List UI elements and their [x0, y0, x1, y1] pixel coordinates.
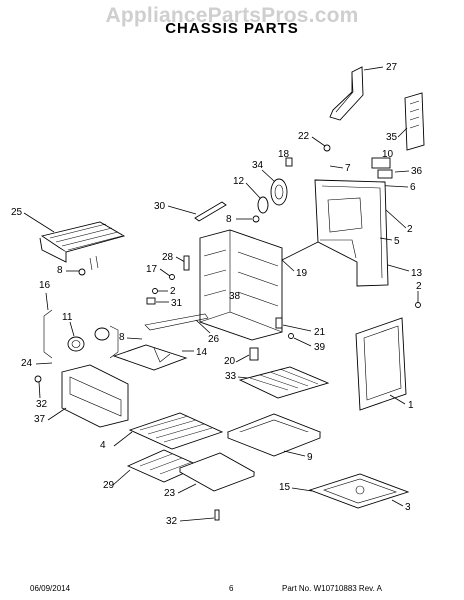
part-29-broil-pan [226, 413, 322, 457]
callout-31: 31 [171, 298, 183, 309]
callout-2-mid: 2 [170, 286, 176, 297]
footer-part-number: Part No. W10710883 Rev. A [282, 584, 382, 593]
callout-25: 25 [11, 207, 23, 218]
part-20-igniter [249, 347, 259, 361]
callout-32-left: 32 [36, 399, 48, 410]
part-34-fan [270, 178, 288, 206]
callout-5: 5 [394, 236, 400, 247]
callout-30: 30 [154, 201, 166, 212]
part-35-vent-panel [404, 92, 425, 151]
callout-7: 7 [345, 163, 351, 174]
part-21-switch [275, 317, 283, 329]
callout-3: 3 [405, 502, 411, 513]
callout-26: 26 [208, 334, 220, 345]
part-25-broil-element [39, 221, 126, 271]
callout-22: 22 [298, 131, 310, 142]
part-26-sensor [144, 313, 209, 331]
callout-4: 4 [100, 440, 106, 451]
part-33-rack [238, 366, 330, 399]
part-15-bottom-pan [308, 473, 410, 509]
part-12-fan-motor [257, 196, 269, 214]
part-17-screw [169, 274, 175, 280]
callout-14: 14 [196, 347, 208, 358]
callout-19: 19 [296, 268, 308, 279]
callout-20: 20 [224, 356, 236, 367]
part-9-rack [126, 449, 202, 483]
part-22-screw [323, 144, 331, 152]
part-14-wire-harness [112, 344, 188, 371]
part-28-bracket [183, 255, 190, 271]
part-27-bracket [329, 66, 364, 121]
part-8-screw [252, 215, 260, 223]
callout-38: 38 [229, 291, 241, 302]
part-37-door-panel [61, 364, 129, 428]
callout-11: 11 [62, 312, 73, 323]
callout-8-top: 8 [226, 214, 232, 225]
callout-8-mid: 8 [119, 332, 125, 343]
part-23-cover [178, 452, 256, 492]
part-2-screw [152, 288, 158, 294]
part-31-clip [146, 297, 156, 305]
part-1-oven-door [355, 317, 407, 411]
page-title: CHASSIS PARTS [165, 20, 299, 37]
callout-28: 28 [162, 252, 174, 263]
callout-2-right-mid: 2 [416, 281, 422, 292]
callout-1: 1 [408, 400, 414, 411]
callout-39: 39 [314, 342, 326, 353]
callout-16: 16 [39, 280, 51, 291]
callout-34: 34 [252, 160, 264, 171]
callout-17: 17 [146, 264, 158, 275]
part-8-screw-left [78, 268, 86, 276]
part-32-screw-bottom [214, 509, 220, 521]
callout-35: 35 [386, 132, 398, 143]
footer-date: 06/09/2014 [30, 584, 71, 593]
part-39-screw [288, 333, 294, 339]
part-2-screw-right [415, 302, 421, 308]
part-30-element [194, 201, 227, 222]
callout-10: 10 [382, 149, 394, 160]
callout-23: 23 [164, 488, 176, 499]
part-10-36-terminal-block [371, 157, 393, 179]
part-oven-cavity [199, 229, 283, 341]
callout-27: 27 [386, 62, 398, 73]
part-32-screw [34, 375, 42, 383]
part-cabinet-side-panel [314, 179, 389, 287]
callout-37: 37 [34, 414, 46, 425]
part-18-clip [285, 157, 293, 167]
callout-2-right: 2 [407, 224, 413, 235]
watermark: AppliancePartsPros.com [105, 4, 359, 27]
callout-33: 33 [225, 371, 237, 382]
callout-29: 9 [307, 452, 313, 463]
callout-32-bottom: 32 [166, 516, 178, 527]
callout-12: 12 [233, 176, 245, 187]
callout-8-left: 8 [57, 265, 63, 276]
callout-15: 15 [279, 482, 291, 493]
callout-9: 29 [103, 480, 115, 491]
footer-page-number: 6 [229, 584, 234, 593]
callout-24: 24 [21, 358, 33, 369]
callout-13: 13 [411, 268, 423, 279]
callout-6: 6 [410, 182, 416, 193]
callout-36: 36 [411, 166, 423, 177]
part-4-rack [128, 412, 224, 450]
callout-18: 18 [278, 149, 290, 160]
callout-21: 21 [314, 327, 326, 338]
part-11-knobs [43, 309, 119, 359]
